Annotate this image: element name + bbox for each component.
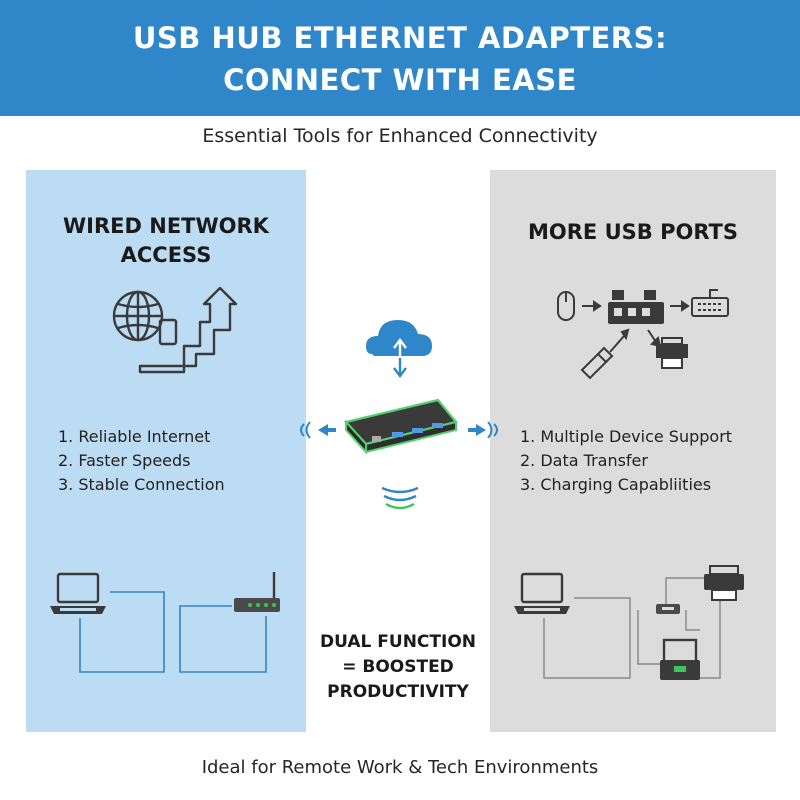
router-icon [234, 572, 280, 612]
list-item: 3. Charging Capabliities [520, 475, 712, 494]
list-item: 2. Faster Speeds [58, 451, 191, 470]
usb-ports-panel: MORE USB PORTS [490, 170, 776, 732]
dual-function-line-2: = BOOSTED [342, 657, 454, 677]
center-hub-graphic [300, 320, 498, 510]
list-item: 1. Reliable Internet [58, 427, 211, 446]
wired-network-panel: WIRED NETWORK ACCESS 1. Reliable Interne… [26, 170, 306, 732]
wired-connection-diagram [50, 572, 280, 673]
list-item: 1. Multiple Device Support [520, 427, 733, 446]
laptop-icon [50, 572, 106, 614]
usb-devices-icon-group [557, 289, 729, 380]
usb-hub-icon [656, 604, 680, 614]
printer-icon [656, 337, 688, 369]
usb-ports-title: MORE USB PORTS [528, 220, 738, 244]
arrow-icon [609, 328, 630, 353]
laptop-icon [514, 572, 570, 614]
usb-hub-adapter-icon [343, 398, 458, 455]
usb-hub-icon [608, 290, 664, 324]
arrow-icon [670, 300, 690, 312]
usb-ports-list: 1. Multiple Device Support 2. Data Trans… [520, 425, 732, 497]
arrow-icon [582, 300, 602, 312]
list-item: 3. Stable Connection [58, 475, 225, 494]
wired-network-title-line-2: ACCESS [120, 243, 212, 267]
list-item: 2. Data Transfer [520, 451, 648, 470]
network-icon-group [112, 286, 238, 374]
dual-function-text: DUAL FUNCTION = BOOSTED PRODUCTIVITY [306, 630, 490, 705]
usb-drive-icon [580, 346, 614, 380]
subtitle: Essential Tools for Enhanced Connectivit… [202, 125, 598, 147]
dual-function-line-1: DUAL FUNCTION [319, 632, 477, 652]
cloud-icon [366, 320, 432, 378]
left-signal-arrow-icon [300, 421, 336, 439]
mouse-icon [557, 291, 575, 321]
arrow-icon [647, 329, 662, 348]
device-icon [158, 318, 178, 346]
keyboard-icon [691, 289, 729, 317]
footer-caption: Ideal for Remote Work & Tech Environment… [201, 757, 599, 778]
right-signal-arrow-icon [468, 421, 498, 439]
globe-icon [112, 290, 164, 342]
signal-waves-icon [381, 486, 419, 510]
title-line-2: CONNECT WITH EASE [223, 63, 577, 97]
dual-function-line-3: PRODUCTIVITY [327, 682, 469, 702]
scanner-icon [660, 638, 700, 680]
wired-network-title: WIRED NETWORK ACCESS [26, 212, 306, 270]
printer-icon [704, 565, 744, 601]
usb-connection-diagram [514, 565, 744, 680]
upward-arrow-icon [138, 286, 238, 374]
cable-lines [79, 591, 267, 673]
title-banner: USB HUB ETHERNET ADAPTERS: CONNECT WITH … [0, 0, 800, 116]
wired-network-list: 1. Reliable Internet 2. Faster Speeds 3.… [58, 425, 225, 497]
wired-network-title-line-1: WIRED NETWORK [63, 214, 269, 238]
title-line-1: USB HUB ETHERNET ADAPTERS: [132, 21, 668, 55]
